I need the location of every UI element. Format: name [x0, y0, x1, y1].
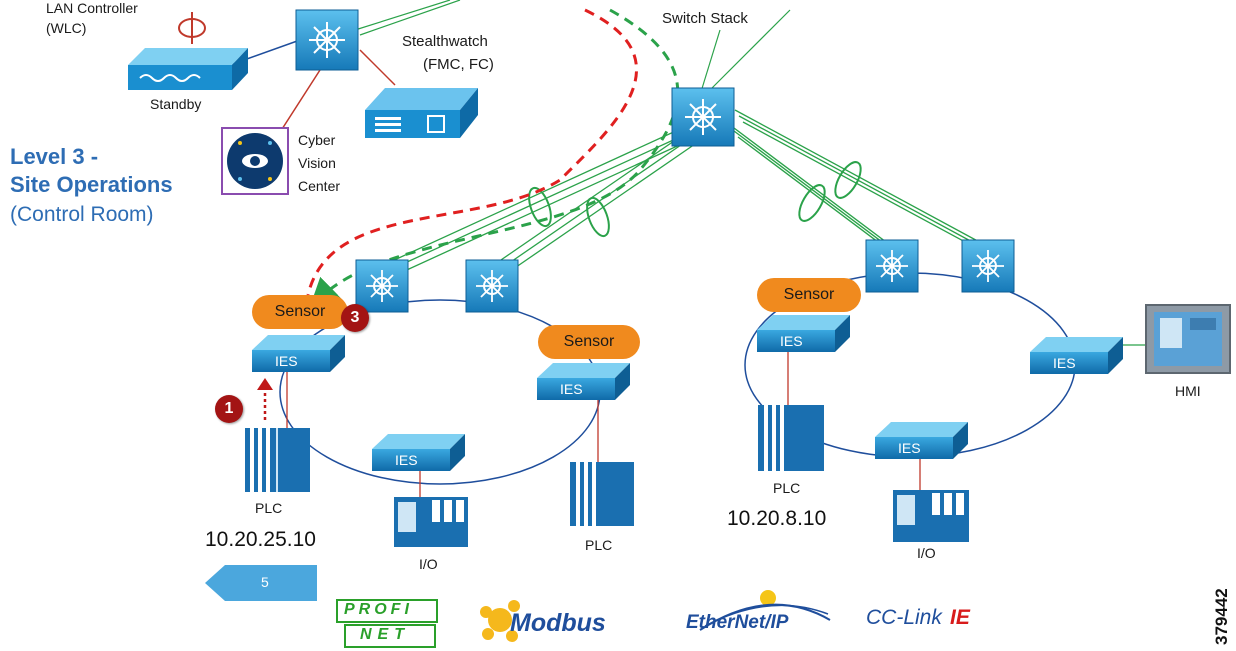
io-left-icon: [394, 497, 468, 547]
step-1-badge: 1: [215, 395, 243, 423]
red-flow: [306, 8, 638, 296]
ies-label: IES: [1053, 355, 1076, 371]
cyber-vision-label-line1: Cyber: [298, 132, 336, 148]
ring-switch-4-icon: [961, 239, 1015, 293]
ies-switch-6: IES: [875, 422, 968, 459]
ethernetip-logo-icon: [699, 590, 831, 631]
sensor-badge-right: Sensor: [757, 278, 861, 312]
ies-switch-3: IES: [537, 363, 630, 400]
profinet-logo-icon: [336, 599, 438, 648]
cclink-ie-text: IE: [950, 606, 970, 629]
io-right-icon: [893, 490, 969, 542]
level-title: Level 3 -: [10, 144, 99, 169]
plc-right-ip: 10.20.8.10: [727, 507, 827, 530]
ethernetip-text: EtherNet/IP: [686, 612, 789, 633]
stealthwatch-label-line2: (FMC, FC): [423, 56, 494, 73]
modbus-logo-icon: [480, 600, 520, 642]
switch-stack-label: Switch Stack: [662, 10, 748, 27]
plc-left-ip: 10.20.25.10: [205, 528, 316, 551]
modbus-text: Modbus: [510, 609, 606, 637]
wlc-label-line1: LAN Controller: [46, 0, 138, 16]
plc-right-label: PLC: [773, 480, 801, 496]
step-5-label: 5: [261, 574, 269, 590]
back-arrow-shape: [205, 565, 317, 601]
plc-middle-icon: [570, 462, 634, 526]
level-location: (Control Room): [10, 203, 154, 226]
ies-switch-1: IES: [252, 335, 345, 372]
plc-left-label: PLC: [255, 500, 283, 516]
ies-label: IES: [780, 333, 803, 349]
level-subtitle: Site Operations: [10, 172, 173, 197]
ring-switch-3-icon: [865, 239, 919, 293]
profinet-bottom-text: NET: [360, 626, 410, 643]
io-right-label: I/O: [917, 545, 936, 561]
ring-switch-2-icon: [465, 259, 519, 313]
step-3-badge: 3: [341, 304, 369, 332]
cyber-vision-center-icon: [221, 127, 289, 195]
core-switch-stack-icon: [671, 87, 735, 147]
ies-switch-2: IES: [372, 434, 465, 471]
cyber-vision-label-line2: Vision: [298, 155, 336, 171]
sensor-badge-middle: Sensor: [538, 325, 640, 359]
wlc-antenna-icon: [178, 12, 206, 44]
hmi-label: HMI: [1175, 383, 1201, 399]
cyber-vision-label-line3: Center: [298, 178, 341, 194]
ring-switch-1-icon: [355, 259, 409, 313]
link-stealthwatch: [359, 49, 396, 86]
plc-left-icon: [245, 428, 310, 492]
stealthwatch-appliance-icon: [365, 88, 478, 138]
etherchannel-marks: [528, 161, 862, 238]
plc-right-icon: [758, 405, 824, 471]
hmi-icon: [1145, 304, 1231, 374]
ies-label: IES: [898, 440, 921, 456]
cclink-text: CC-Link: [866, 606, 942, 629]
ies-label: IES: [395, 452, 418, 468]
plc-middle-label: PLC: [585, 537, 613, 553]
ies-switch-5: IES: [1030, 337, 1123, 374]
step1-arrowhead: [257, 378, 273, 390]
ies-label: IES: [275, 353, 298, 369]
wlc-label-line2: (WLC): [46, 20, 87, 36]
stealthwatch-label-line1: Stealthwatch: [402, 33, 488, 50]
green-flow: [309, 8, 680, 309]
ies-switch-4: IES: [757, 315, 850, 352]
level-heading: Level 3 - Site Operations (Control Room): [10, 143, 173, 230]
wlc-standby-icon: [128, 35, 248, 90]
sensor-badge-left: Sensor: [252, 295, 348, 329]
profinet-top-text: PROFI: [344, 601, 413, 618]
standby-label: Standby: [150, 96, 202, 112]
step-5-arrow[interactable]: 5: [205, 565, 317, 601]
figure-code: 379442: [1212, 588, 1231, 645]
ies-label: IES: [560, 381, 583, 397]
distribution-switch-icon: [295, 9, 359, 71]
io-left-label: I/O: [419, 556, 438, 572]
